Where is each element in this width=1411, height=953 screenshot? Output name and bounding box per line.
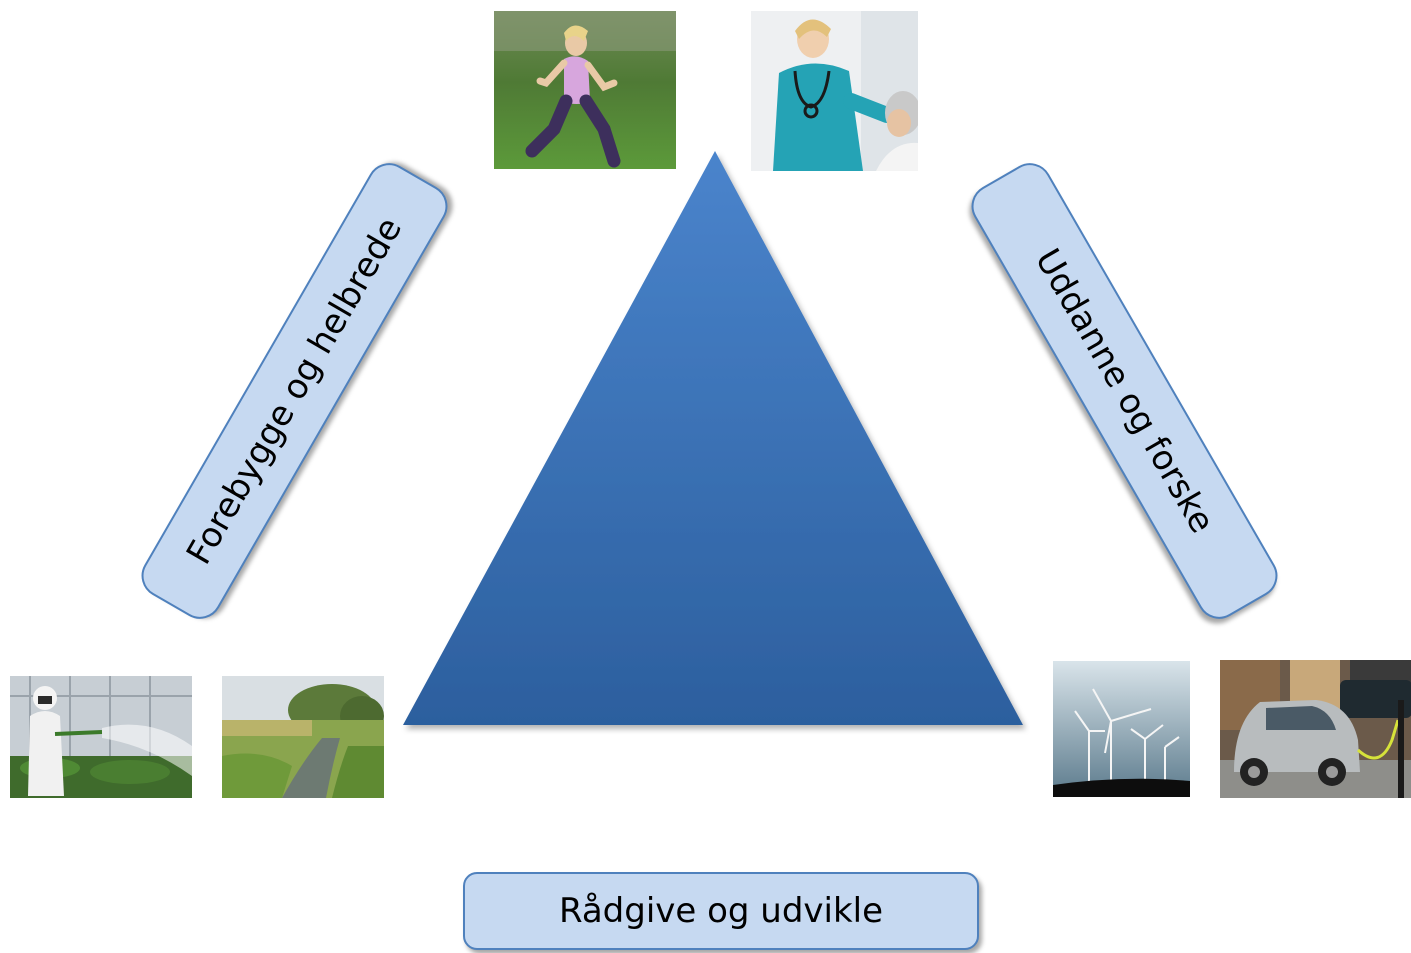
runner-photo [494, 11, 676, 169]
nurse-photo [751, 11, 918, 171]
stream-landscape-photo [222, 676, 384, 798]
label-raadgive-og-udvikle: Rådgive og udvikle [463, 872, 979, 950]
central-triangle [403, 151, 1023, 725]
wind-turbines-photo [1053, 661, 1190, 797]
electric-car-photo [1220, 660, 1411, 798]
label-forebygge-text: Forebygge og helbrede [178, 210, 411, 572]
label-uddanne-text: Uddanne og forske [1026, 242, 1223, 540]
label-raadgive-text: Rådgive og udvikle [558, 891, 884, 931]
crop-sprayer-photo [10, 676, 192, 798]
